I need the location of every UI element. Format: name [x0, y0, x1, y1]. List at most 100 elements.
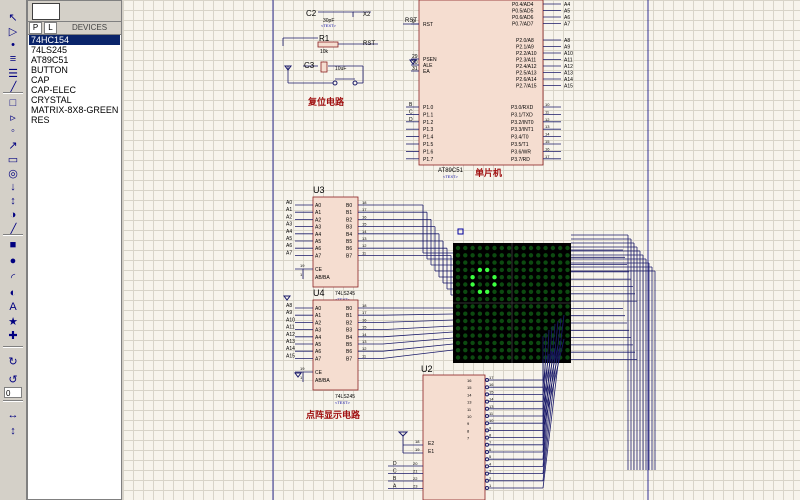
led-dot: [470, 348, 475, 353]
led-dot: [536, 260, 541, 265]
led-dot: [499, 326, 504, 331]
led-dot: [477, 304, 483, 309]
flip-v-icon[interactable]: ↕: [10, 425, 16, 437]
led-dot: [470, 253, 475, 258]
led-dot: [536, 318, 541, 324]
ground-symbol: [397, 431, 409, 437]
c3-capacitor: [320, 61, 328, 73]
led-dot: [565, 355, 570, 360]
led-dot: [536, 289, 541, 294]
u2-enable-num: 19: [415, 447, 420, 452]
ground-symbol: [283, 295, 291, 301]
vcc-symbol: [409, 59, 417, 65]
subcircuit-icon[interactable]: □: [9, 97, 17, 109]
led-dot: [521, 260, 526, 265]
library-manager-button[interactable]: L: [44, 22, 57, 34]
device-list-item[interactable]: 74HC154: [29, 35, 120, 45]
mcu-p0-net: A7: [564, 22, 570, 28]
led-dot: [455, 296, 461, 302]
flip-h-icon[interactable]: ↔: [7, 409, 19, 421]
led-dot: [565, 253, 570, 258]
device-list-item[interactable]: 74LS245: [31, 45, 68, 55]
u3-a-pin: A3: [315, 225, 321, 231]
preview-box: [32, 3, 60, 20]
box-icon[interactable]: ■: [9, 239, 17, 251]
wire-label-icon[interactable]: ≡: [9, 53, 17, 65]
text-icon[interactable]: A: [9, 301, 17, 313]
led-dot: [492, 340, 497, 346]
u4-net: A8: [286, 303, 292, 309]
led-dot: [455, 282, 461, 287]
mcu-p3-pin: P3.5/T1: [511, 142, 529, 148]
u3-b-num: 11: [362, 250, 367, 255]
device-list-item[interactable]: BUTTON: [31, 65, 68, 75]
u2-pin-bubble: [485, 457, 489, 462]
led-dot: [550, 289, 556, 294]
u2-out-num: 17: [489, 375, 494, 380]
text-script-icon[interactable]: ☰: [8, 67, 18, 80]
r1-resistor: [317, 41, 339, 48]
wire: [542, 314, 565, 489]
path-icon[interactable]: ◐: [9, 287, 17, 299]
led-dot: [492, 282, 497, 287]
x2-net: X2: [363, 12, 371, 18]
pick-devices-button[interactable]: P: [29, 22, 42, 34]
led-dot: [514, 245, 519, 251]
rotate-ccw-icon[interactable]: ↺: [8, 373, 18, 386]
led-dot: [565, 282, 570, 287]
c2-value: 30pF: [323, 18, 334, 24]
device-list-item[interactable]: MATRIX-8X8-GREEN: [31, 105, 119, 115]
led-dot: [536, 355, 541, 360]
tape-icon[interactable]: ▭: [7, 153, 19, 166]
led-dot: [514, 355, 519, 360]
marker-icon[interactable]: ✚: [8, 329, 18, 342]
generator-icon[interactable]: ◎: [8, 167, 18, 180]
arc-icon[interactable]: ◜: [10, 271, 16, 284]
symbol-icon[interactable]: ★: [8, 315, 18, 328]
device-list-item[interactable]: AT89C51: [31, 55, 69, 65]
component-mode-icon[interactable]: ▷: [8, 25, 18, 38]
device-list-item[interactable]: CAP: [31, 75, 50, 85]
graph-icon[interactable]: ↗: [8, 139, 18, 152]
junction-dot-icon[interactable]: •: [11, 39, 15, 51]
u4-b-num: 12: [362, 346, 367, 351]
led-dot: [536, 267, 541, 273]
rotation-angle-input[interactable]: 0: [4, 387, 22, 398]
device-pin-icon[interactable]: ◦: [11, 125, 15, 137]
led-dot: [499, 267, 504, 273]
circle-icon[interactable]: ●: [9, 255, 17, 267]
u3-b-pin: B5: [346, 239, 352, 245]
device-list-item[interactable]: CRYSTAL: [31, 95, 72, 105]
led-dot: [463, 355, 468, 360]
led-dot: [506, 340, 512, 346]
u2-out-num: 7: [489, 440, 492, 445]
rst-net-1: RST: [363, 41, 375, 47]
mcu-p1-pin: P1.1: [423, 112, 434, 118]
u2-out-num: 8: [489, 433, 492, 438]
voltage-probe-icon[interactable]: ↓: [10, 181, 16, 193]
device-list-item[interactable]: RES: [31, 115, 50, 125]
mcu-p2-net: A11: [564, 58, 573, 64]
select-mode-icon[interactable]: ↖: [8, 11, 18, 24]
wire: [542, 320, 559, 474]
virtual-instrument-icon[interactable]: ◑: [9, 209, 17, 221]
terminal-icon[interactable]: ▹: [10, 111, 16, 124]
led-dot: [536, 304, 541, 309]
u2-pin-bubble: [485, 450, 489, 454]
u4-b-pin: B1: [346, 313, 352, 319]
u2-out-num: 9: [489, 425, 492, 430]
led-dot: [492, 289, 497, 294]
led-dot: [550, 304, 556, 309]
rotate-cw-icon[interactable]: ↻: [8, 355, 18, 368]
led-dot: [477, 311, 483, 316]
bus-icon[interactable]: ╱: [9, 81, 17, 94]
led-dot: [492, 355, 497, 360]
device-list-item[interactable]: CAP-ELEC: [31, 85, 77, 95]
led-dot: [477, 282, 483, 287]
line-icon[interactable]: ╱: [9, 223, 17, 236]
u4-b-num: 11: [362, 353, 367, 358]
current-probe-icon[interactable]: ↕: [10, 195, 16, 207]
led-dot: [514, 348, 519, 353]
